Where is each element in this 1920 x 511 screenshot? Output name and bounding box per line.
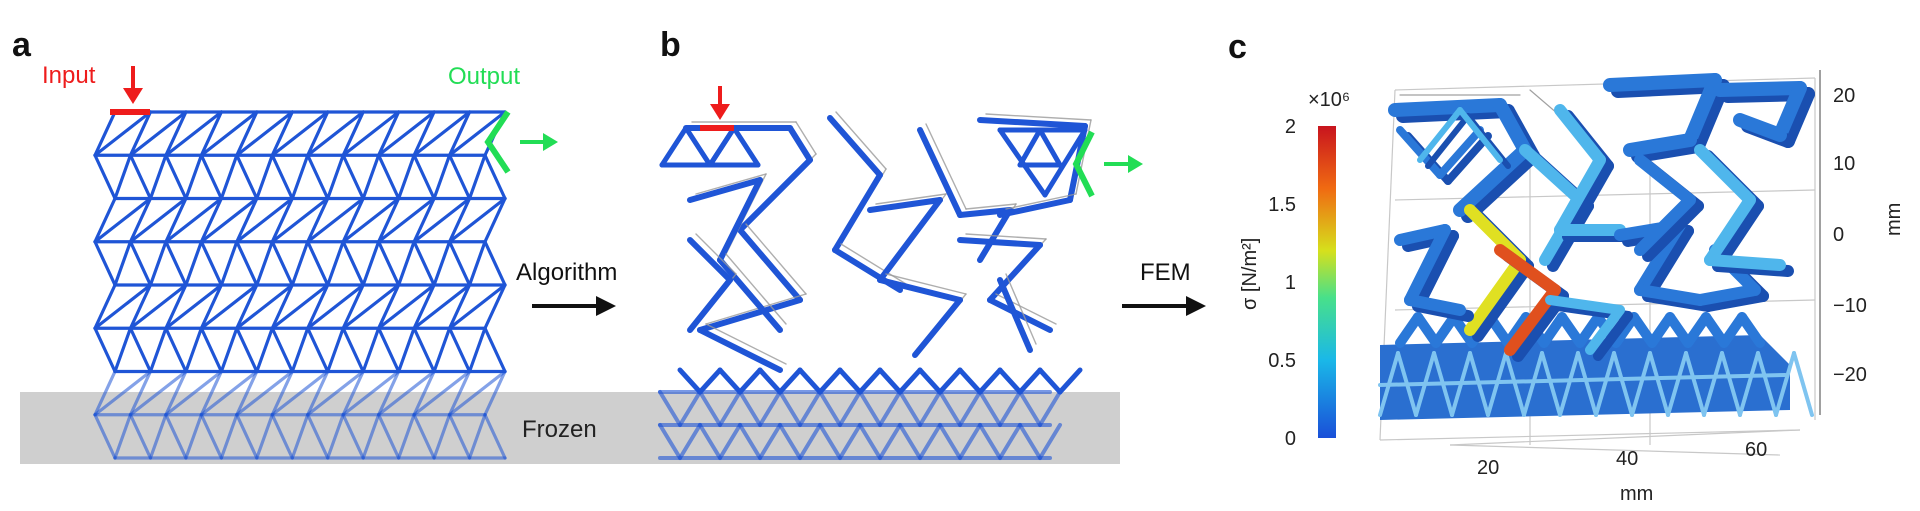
colorbar-exponent: ×10⁶ — [1308, 89, 1350, 111]
z-tick: −20 — [1833, 364, 1867, 386]
output-label: Output — [448, 63, 520, 90]
x-axis-ticks: 20 40 60 — [1477, 439, 1767, 479]
z-axis-ticks: 20 10 0 −10 −20 — [1833, 85, 1867, 386]
lattice-b — [658, 111, 1092, 460]
lattice-a — [93, 110, 507, 460]
input-arrowhead-a — [123, 88, 143, 104]
frozen-label: Frozen — [522, 416, 597, 443]
input-label: Input — [42, 62, 96, 89]
algorithm-arrowhead — [596, 296, 616, 316]
x-axis-label: mm — [1620, 483, 1653, 505]
algorithm-label: Algorithm — [516, 259, 617, 286]
panel-a: a Input Output — [12, 26, 558, 464]
colorbar — [1318, 126, 1336, 438]
z-tick: 20 — [1833, 85, 1855, 107]
panel-c-letter: c — [1228, 28, 1247, 66]
panel-a-letter: a — [12, 26, 32, 64]
colorbar-label: σ [N/m²] — [1239, 238, 1261, 310]
z-axis-label: mm — [1883, 203, 1905, 236]
fem-model — [1378, 73, 1815, 420]
panel-c: c ×10⁶ 2 1.5 1 0.5 0 σ [N/m²] 20 — [1228, 28, 1905, 505]
colorbar-tick: 0 — [1285, 428, 1296, 450]
panel-b: b — [658, 26, 1143, 460]
z-tick: 0 — [1833, 224, 1844, 246]
x-tick: 20 — [1477, 457, 1499, 479]
algorithm-step: Algorithm — [516, 259, 617, 316]
fem-label: FEM — [1140, 259, 1191, 286]
colorbar-tick: 1 — [1285, 272, 1296, 294]
z-tick: −10 — [1833, 295, 1867, 317]
x-tick: 40 — [1616, 448, 1638, 470]
z-tick: 10 — [1833, 153, 1855, 175]
fem-step: FEM — [1122, 259, 1206, 316]
colorbar-tick: 2 — [1285, 116, 1296, 138]
output-bar-a — [484, 110, 511, 174]
x-tick: 60 — [1745, 439, 1767, 461]
fem-arrowhead — [1186, 296, 1206, 316]
colorbar-tick: 1.5 — [1268, 194, 1296, 216]
output-arrowhead-a — [543, 133, 558, 151]
colorbar-ticks: 2 1.5 1 0.5 0 — [1268, 116, 1296, 450]
input-arrowhead-b — [710, 104, 730, 120]
colorbar-tick: 0.5 — [1268, 350, 1296, 372]
output-arrowhead-b — [1128, 155, 1143, 173]
panel-b-letter: b — [660, 26, 681, 64]
output-bar-b — [1072, 130, 1095, 198]
